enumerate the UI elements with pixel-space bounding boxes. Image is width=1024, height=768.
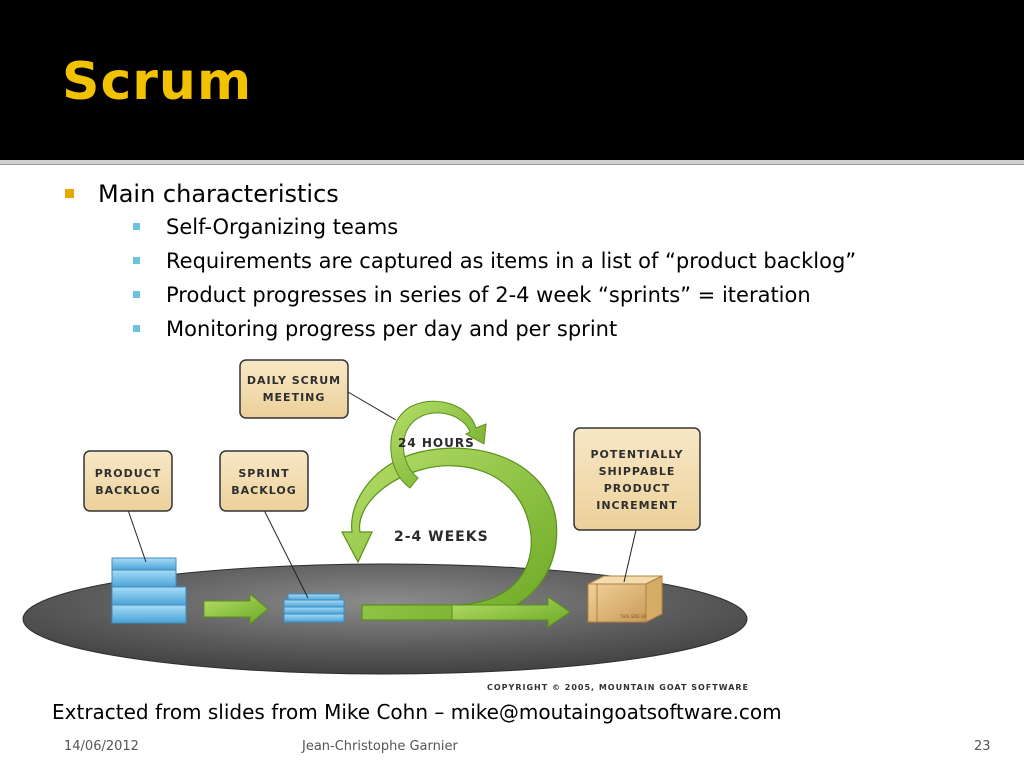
callout-line bbox=[127, 509, 147, 563]
box-line: INCREMENT bbox=[596, 499, 678, 512]
footer-date: 14/06/2012 bbox=[64, 739, 139, 754]
box-line: MEETING bbox=[263, 391, 326, 404]
product-backlog-stack-icon bbox=[111, 557, 187, 624]
box-line: DAILY SCRUM bbox=[247, 374, 341, 387]
footer-author: Jean-Christophe Garnier bbox=[302, 739, 458, 754]
box-line: PRODUCT bbox=[95, 467, 162, 480]
box-line: SHIPPABLE bbox=[599, 465, 676, 478]
sub-bullet-text: Requirements are captured as items in a … bbox=[166, 249, 857, 273]
credit-line: Extracted from slides from Mike Cohn – m… bbox=[52, 700, 782, 724]
output-arrow-icon bbox=[451, 596, 571, 628]
sub-bullet-marker-icon bbox=[133, 223, 140, 230]
label-24-hours: 24 HOURS bbox=[398, 436, 475, 450]
sub-bullet: Requirements are captured as items in a … bbox=[128, 244, 962, 278]
sprint-backlog-box: SPRINT BACKLOG bbox=[219, 450, 309, 512]
product-backlog-box: PRODUCT BACKLOG bbox=[83, 450, 173, 512]
box-line: BACKLOG bbox=[231, 484, 297, 497]
platform-ellipse-rim bbox=[22, 563, 748, 675]
callout-line bbox=[623, 529, 637, 583]
sub-bullet-marker-icon bbox=[133, 291, 140, 298]
shippable-increment-box: POTENTIALLY SHIPPABLE PRODUCT INCREMENT bbox=[573, 427, 701, 531]
copyright-notice: COPYRIGHT © 2005, MOUNTAIN GOAT SOFTWARE bbox=[487, 683, 750, 692]
sub-bullet-text: Monitoring progress per day and per spri… bbox=[166, 317, 618, 341]
bullet-main-characteristics: Main characteristics bbox=[62, 178, 962, 210]
box-line: BACKLOG bbox=[95, 484, 161, 497]
box-line: POTENTIALLY bbox=[590, 448, 683, 461]
box-line: SPRINT bbox=[238, 467, 289, 480]
sub-bullet: Monitoring progress per day and per spri… bbox=[128, 312, 962, 346]
sub-bullet-marker-icon bbox=[133, 257, 140, 264]
footer-page-number: 23 bbox=[974, 739, 991, 754]
flow-arrow-icon bbox=[203, 592, 269, 626]
callout-line bbox=[347, 391, 397, 421]
crate-label: THIS SIDE UP bbox=[619, 614, 647, 619]
title-divider bbox=[0, 160, 1024, 165]
daily-scrum-meeting-box: DAILY SCRUM MEETING bbox=[239, 359, 349, 419]
sub-bullet-text: Self-Organizing teams bbox=[166, 215, 399, 239]
sub-bullet: Self-Organizing teams bbox=[128, 210, 962, 244]
bullet-list: Main characteristics Self-Organizing tea… bbox=[62, 178, 962, 346]
daily-cycle-arrow-icon bbox=[390, 400, 487, 489]
callout-line bbox=[263, 509, 309, 599]
bullet-text: Main characteristics bbox=[98, 180, 339, 208]
label-2-4-weeks: 2-4 WEEKS bbox=[394, 529, 489, 545]
sub-bullet-marker-icon bbox=[133, 325, 140, 332]
box-line: PRODUCT bbox=[604, 482, 671, 495]
sub-bullet: Product progresses in series of 2-4 week… bbox=[128, 278, 962, 312]
title-bar bbox=[0, 0, 1024, 160]
sprint-cycle-arrow-icon bbox=[341, 447, 558, 621]
sprint-backlog-stack-icon bbox=[283, 593, 345, 623]
shippable-crate-icon: THIS SIDE UP bbox=[587, 575, 663, 623]
sub-bullet-text: Product progresses in series of 2-4 week… bbox=[166, 283, 811, 307]
bullet-marker-icon bbox=[65, 189, 74, 198]
slide-title: Scrum bbox=[62, 52, 253, 112]
scrum-process-diagram: 24 HOURS 2-4 WEEKS THIS SIDE UP PRODUCT … bbox=[22, 359, 748, 675]
sub-bullet-list: Self-Organizing teams Requirements are c… bbox=[128, 210, 962, 346]
